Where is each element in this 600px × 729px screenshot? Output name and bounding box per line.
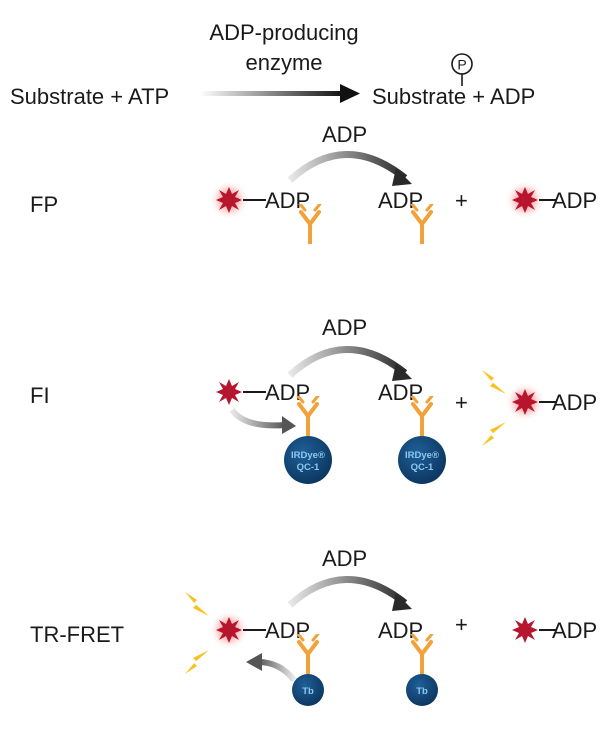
transfer-arrow <box>287 151 408 183</box>
fluorophore-icon <box>216 187 242 213</box>
quencher-bead-2 <box>398 436 446 484</box>
quencher-label-line2: QC-1 <box>297 462 320 473</box>
quencher-label-line2-2: QC-1 <box>411 462 434 473</box>
tracer-out-label: ADP <box>552 618 597 643</box>
plus-sign: + <box>455 612 468 637</box>
donor-label-2: Tb <box>416 686 428 697</box>
quencher-label-line1-2: IRDye® <box>405 450 439 461</box>
transfer-arrow <box>287 346 408 378</box>
tracer-out-label: ADP <box>552 188 597 213</box>
transfer-label: ADP <box>322 122 367 147</box>
transfer-label: ADP <box>322 546 367 571</box>
transfer-arrow <box>287 576 408 608</box>
lightning-icon-2 <box>482 422 506 446</box>
transfer-arrowhead <box>392 593 412 611</box>
lightning-icon <box>482 370 506 394</box>
fret-arrowhead <box>246 653 262 671</box>
enzyme-label-line2: enzyme <box>245 50 322 75</box>
fluorophore-icon <box>216 617 242 643</box>
quench-arrow <box>229 408 286 429</box>
assay-fp: FP ADP ADP ADP + ADP <box>30 122 597 244</box>
reaction-arrow <box>200 84 360 103</box>
lightning-icon-2 <box>185 650 209 674</box>
transfer-arrowhead <box>392 168 412 186</box>
assay-label-trfret: TR-FRET <box>30 622 124 647</box>
transfer-label: ADP <box>322 315 367 340</box>
assay-fi: FI ADP ADP IRDye® QC-1 ADP IRDye® QC-1 +… <box>30 315 597 484</box>
fluorophore-icon-out <box>512 389 538 415</box>
fluorophore-icon-out <box>512 187 538 213</box>
transfer-arrowhead <box>392 363 412 381</box>
fluorophore-icon-out <box>512 617 538 643</box>
phosphate-label: P <box>457 57 466 73</box>
assay-trfret: TR-FRET ADP ADP Tb ADP Tb + ADP <box>30 546 597 706</box>
plus-sign: + <box>455 390 468 415</box>
reactants-label: Substrate + ATP <box>10 84 169 109</box>
assay-label-fp: FP <box>30 192 58 217</box>
donor-bead-2 <box>406 674 438 706</box>
products-label: Substrate + ADP <box>372 84 535 109</box>
assay-label-fi: FI <box>30 383 50 408</box>
lightning-icon <box>185 592 209 616</box>
enzyme-label-line1: ADP-producing <box>209 20 358 45</box>
fluorophore-icon-quenched <box>216 379 242 405</box>
plus-sign: + <box>455 188 468 213</box>
quencher-bead <box>284 436 332 484</box>
quench-arrowhead <box>282 416 296 434</box>
donor-label: Tb <box>302 686 314 697</box>
fret-arrow <box>257 659 297 682</box>
phosphate-icon: P <box>451 53 473 86</box>
reaction-row: ADP-producing enzyme Substrate + ATP Sub… <box>10 20 535 109</box>
tracer-out-label: ADP <box>552 390 597 415</box>
quencher-label-line1: IRDye® <box>291 450 325 461</box>
donor-bead <box>292 674 324 706</box>
